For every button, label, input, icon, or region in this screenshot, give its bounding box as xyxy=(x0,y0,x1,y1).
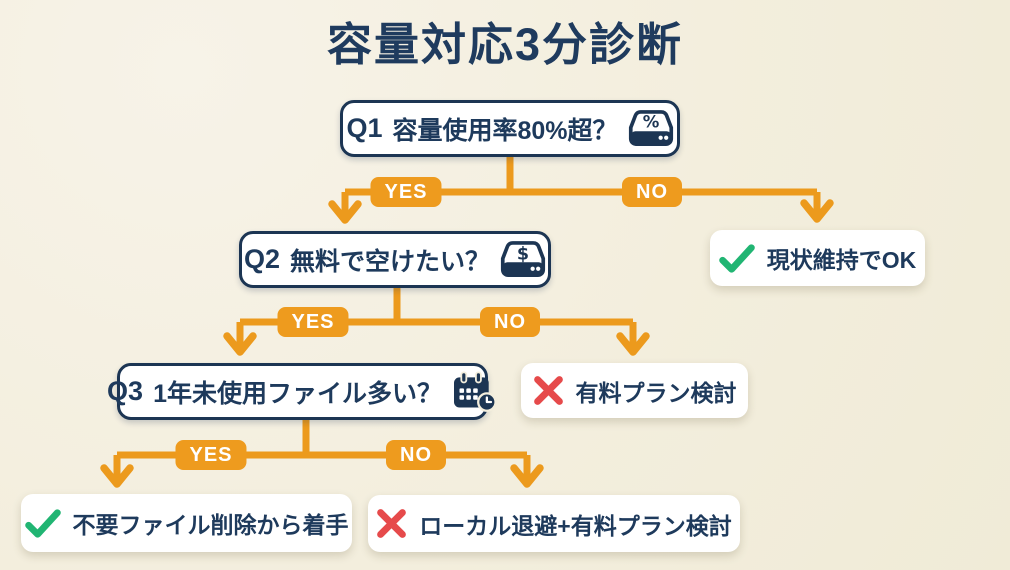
no-badge: NO xyxy=(480,307,540,337)
yes-badge: YES xyxy=(277,307,349,337)
svg-text:%: % xyxy=(642,113,659,132)
result-text: 有料プラン検討 xyxy=(575,379,737,406)
question-text: 容量使用率80%超？ xyxy=(392,116,618,145)
question-text: 無料で空けたい？ xyxy=(290,247,491,276)
result-box-delete-files: 不要ファイル削除から着手 xyxy=(21,494,352,552)
question-label: Q3 xyxy=(107,376,144,406)
hdd-dollar-icon: $ xyxy=(500,240,546,279)
result-box-local-backup: ローカル退避+有料プラン検討 xyxy=(368,495,740,552)
check-icon xyxy=(718,243,755,273)
question-box-q1: Q1 容量使用率80%超？ % xyxy=(340,100,680,157)
question-box-q2: Q2 無料で空けたい？ $ xyxy=(239,231,551,288)
result-text: ローカル退避+有料プラン検討 xyxy=(419,512,732,539)
question-label: Q2 xyxy=(243,244,280,274)
yes-badge: YES xyxy=(175,440,247,470)
page-title: 容量対応3分診断 xyxy=(326,19,684,70)
question-label: Q1 xyxy=(346,113,383,143)
result-box-paid-plan: 有料プラン検討 xyxy=(521,363,748,418)
svg-text:$: $ xyxy=(517,245,529,265)
yes-badge: YES xyxy=(370,177,442,207)
result-text: 現状維持でOK xyxy=(766,247,917,273)
question-box-q3: Q3 1年未使用ファイル多い？ xyxy=(107,363,497,420)
hdd-percent-icon: % xyxy=(628,109,674,148)
result-box-keep-current: 現状維持でOK xyxy=(710,230,925,286)
calendar-clock-icon xyxy=(452,370,498,413)
x-icon xyxy=(376,508,407,539)
check-icon xyxy=(24,508,61,538)
result-text: 不要ファイル削除から着手 xyxy=(72,512,349,538)
x-icon xyxy=(533,375,564,406)
no-badge: NO xyxy=(386,440,446,470)
no-badge: NO xyxy=(622,177,682,207)
question-text: 1年未使用ファイル多い？ xyxy=(153,379,442,408)
